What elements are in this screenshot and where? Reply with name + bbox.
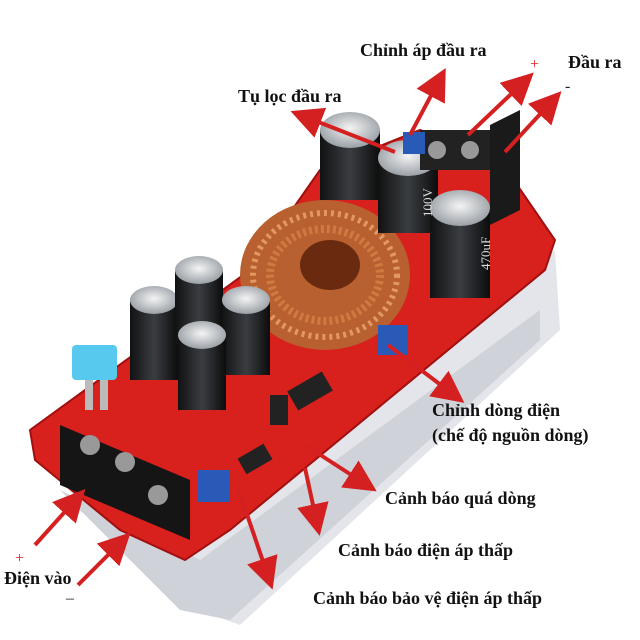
output-minus-sign: - (565, 78, 571, 95)
annotation-arrows (33, 67, 562, 590)
arrow-undervoltage (297, 467, 329, 536)
label-current-adjust-note: (chế độ nguồn dòng) (432, 425, 589, 445)
control-ic-2 (237, 443, 273, 475)
arrow-output-plus (466, 72, 534, 137)
mosfet (270, 395, 288, 425)
input-plus-sign: + (15, 550, 25, 567)
label-output-voltage-adjust: Chỉnh áp đầu ra (360, 40, 487, 60)
label-undervoltage-protection-warning: Cảnh báo bảo vệ điện áp thấp (313, 588, 543, 608)
label-output-filter-cap: Tụ lọc đầu ra (238, 86, 342, 106)
arrow-overcurrent (303, 443, 377, 492)
output-plus-sign: + (530, 56, 540, 73)
control-ic (287, 371, 333, 411)
pcb-board (28, 128, 557, 562)
label-input: Điện vào (4, 568, 72, 588)
arrow-input-minus (76, 532, 131, 587)
output-terminals (420, 110, 520, 225)
label-current-adjust: Chỉnh dòng điện (432, 400, 561, 420)
undervoltage-potentiometer (198, 470, 230, 502)
label-output: Đầu ra (568, 52, 622, 72)
arrow-output-voltage-adjust (408, 67, 446, 136)
capacitor-marking: 470uF (478, 237, 493, 270)
arrow-output-minus (503, 91, 562, 154)
toroid-inductor (240, 200, 410, 350)
capacitor-marking-voltage: 100V (420, 188, 435, 218)
output-capacitors: 470uF 100V (320, 112, 493, 298)
input-capacitors (130, 256, 270, 410)
input-terminals (60, 425, 190, 540)
label-undervoltage-warning: Cảnh báo điện áp thấp (338, 540, 514, 560)
label-overcurrent-warning: Cảnh báo quá dòng (385, 488, 536, 508)
arrow-current-adjust (386, 343, 465, 403)
arrow-output-filter-cap (290, 107, 396, 154)
output-voltage-potentiometer (403, 132, 425, 154)
arrow-input-plus (33, 489, 86, 547)
fuse (72, 345, 117, 410)
arrow-undervoltage-protection (236, 487, 278, 590)
input-minus-sign: – (66, 590, 74, 607)
